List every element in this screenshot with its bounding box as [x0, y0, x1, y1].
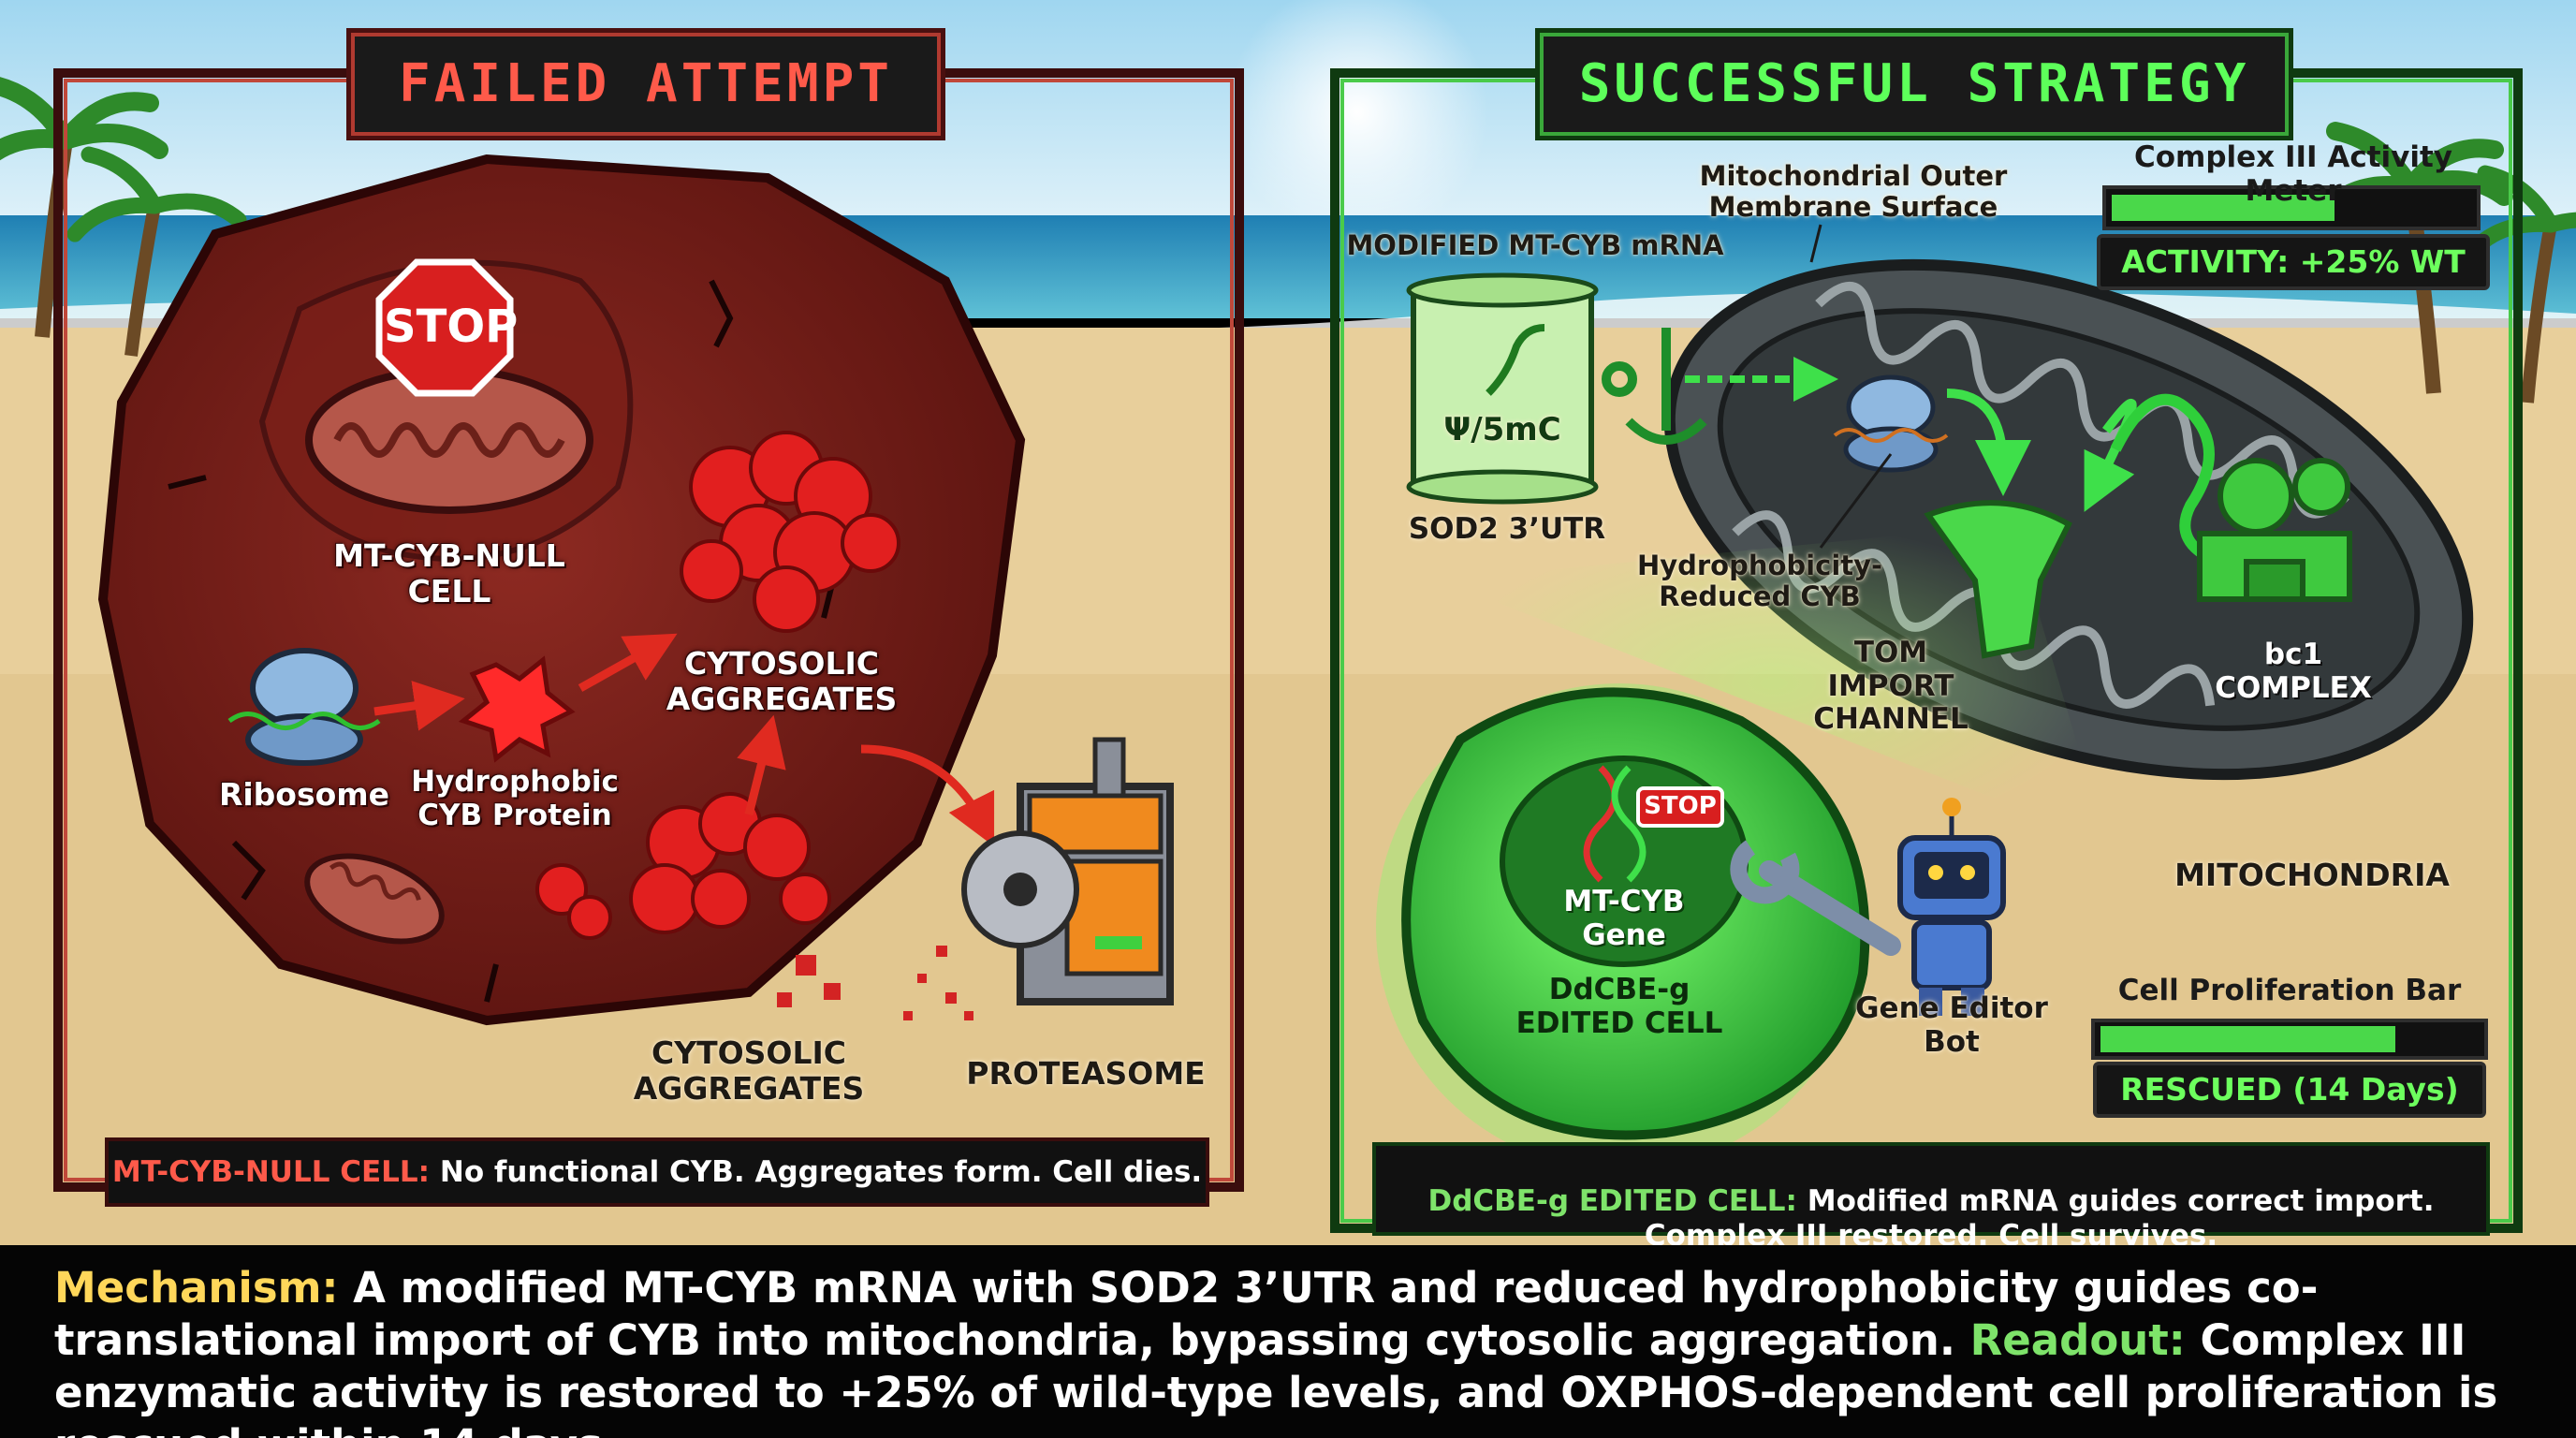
failed-caption-key: MT-CYB-NULL CELL:	[111, 1155, 431, 1189]
aggregate-cluster-upper	[680, 431, 900, 633]
meter2-title: Cell Proliferation Bar	[2117, 974, 2462, 1007]
mito-label: MITOCHONDRIA	[2174, 857, 2450, 893]
failed-mitochondrion	[305, 366, 593, 514]
mechanism-key: Mechanism:	[54, 1263, 339, 1313]
anchor-icon	[1602, 328, 1707, 445]
ribosome-label: Ribosome	[218, 776, 390, 813]
failed-title: FAILED ATTEMPT	[346, 28, 945, 140]
proteasome-icon	[961, 737, 1174, 1005]
gene-label: MT-CYB Gene	[1563, 885, 1685, 952]
stop-sign-icon	[375, 258, 514, 397]
meter1-title: Complex III Activity Meter	[2133, 140, 2453, 208]
meter2-text: RESCUED (14 Days)	[2120, 1071, 2459, 1108]
mrna-label: MODIFIED MT-CYB mRNA	[1346, 229, 1724, 261]
membrane-label: Mitochondrial Outer Membrane Surface	[1699, 160, 2008, 224]
gene-stop-badge	[1636, 786, 1724, 828]
aggregates-upper-label: CYTOSOLIC AGGREGATES	[666, 645, 898, 717]
bottom-text: Mechanism: A modified MT-CYB mRNA with S…	[54, 1262, 2535, 1438]
null-cell-label: MT-CYB-NULL CELL	[333, 537, 565, 609]
hydrophobic-protein-icon	[458, 655, 576, 763]
aggregates-lower-label: CYTOSOLIC AGGREGATES	[633, 1034, 865, 1107]
edited-cell-body	[1401, 687, 1870, 1140]
proteasome-label: PROTEASOME	[966, 1055, 1206, 1092]
ribosome-icon-failed	[227, 648, 381, 766]
tom-label: TOM IMPORT CHANNEL	[1813, 636, 1969, 737]
dna-helix-icon	[1583, 765, 1647, 883]
utr-label: SOD2 3’UTR	[1408, 512, 1606, 546]
aggregate-cluster-lower	[535, 792, 831, 940]
failed-caption: MT-CYB-NULL CELL: No functional CYB. Agg…	[105, 1137, 1209, 1207]
edited-cell-label: DdCBE-g EDITED CELL	[1515, 973, 1723, 1040]
bc1-complex-icon	[2197, 458, 2352, 602]
meter1-fill	[2112, 195, 2334, 221]
success-caption-key: DdCBE-g EDITED CELL:	[1427, 1184, 1797, 1219]
failed-arrows	[373, 633, 995, 847]
scroll-text: Ψ/5mC	[1443, 411, 1561, 448]
gene-stop-label: STOP	[1644, 792, 1717, 820]
success-title: SUCCESSFUL STRATEGY	[1535, 28, 2293, 140]
bot-label: Gene Editor Bot	[1855, 991, 2048, 1059]
meter1-readout-box: ACTIVITY: +25% WT	[2097, 234, 2490, 290]
failed-caption-text: No functional CYB. Aggregates form. Cell…	[430, 1155, 1203, 1189]
bc1-label: bc1 COMPLEX	[2215, 638, 2372, 705]
ribosome-icon-success	[1833, 374, 1949, 473]
success-caption: DdCBE-g EDITED CELL: Modified mRNA guide…	[1372, 1142, 2490, 1253]
small-mitochondrion	[304, 853, 445, 945]
meter2-fill	[2100, 1026, 2395, 1052]
aggregate-debris	[777, 946, 973, 1020]
protein-label: Hydrophobic CYB Protein	[411, 765, 619, 832]
meter1-text: ACTIVITY: +25% WT	[2121, 243, 2466, 280]
stop-sign-label: STOP	[384, 301, 519, 353]
bottom-explanation: Mechanism: A modified MT-CYB mRNA with S…	[0, 1245, 2576, 1438]
mrna-scroll-icon	[1406, 272, 1599, 505]
tom-channel-icon	[1924, 500, 2072, 659]
gene-editor-bot-icon	[1897, 798, 2006, 1016]
readout-text: Complex III enzymatic activity is restor…	[54, 1315, 2498, 1438]
readout-key: Readout:	[1969, 1315, 2186, 1365]
mechanism-text: A modified MT-CYB mRNA with SOD2 3’UTR a…	[54, 1263, 2319, 1365]
wrench-icon	[1730, 840, 1901, 956]
meter2-readout-box: RESCUED (14 Days)	[2093, 1062, 2486, 1118]
reduced-cyb-label: Hydrophobicity- Reduced CYB	[1636, 550, 1883, 613]
